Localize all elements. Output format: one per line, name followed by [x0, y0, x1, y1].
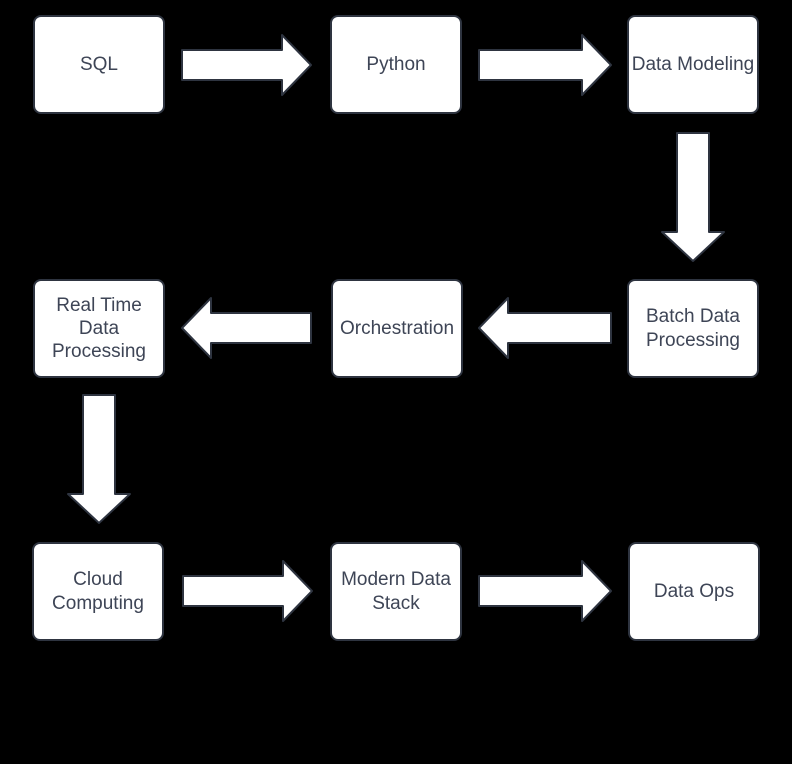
node-data-ops: Data Ops	[628, 542, 760, 641]
arrow-data-modeling-to-batch-icon	[661, 132, 725, 262]
arrow-modern-stack-to-data-ops-icon	[478, 560, 612, 622]
node-cloud-computing: Cloud Computing	[32, 542, 164, 641]
node-orchestration: Orchestration	[331, 279, 463, 378]
node-modern-data-stack: Modern Data Stack	[330, 542, 462, 641]
node-real-time-data-processing: Real Time Data Processing	[33, 279, 165, 378]
arrow-python-to-data-modeling-icon	[478, 34, 612, 96]
node-sql: SQL	[33, 15, 165, 114]
node-python: Python	[330, 15, 462, 114]
arrow-batch-to-orchestration-icon	[478, 297, 612, 359]
node-data-modeling: Data Modeling	[627, 15, 759, 114]
arrow-sql-to-python-icon	[181, 34, 312, 96]
arrow-orchestration-to-real-time-icon	[181, 297, 312, 359]
arrow-cloud-to-modern-stack-icon	[182, 560, 313, 622]
node-batch-data-processing: Batch Data Processing	[627, 279, 759, 378]
arrow-real-time-to-cloud-icon	[67, 394, 131, 524]
